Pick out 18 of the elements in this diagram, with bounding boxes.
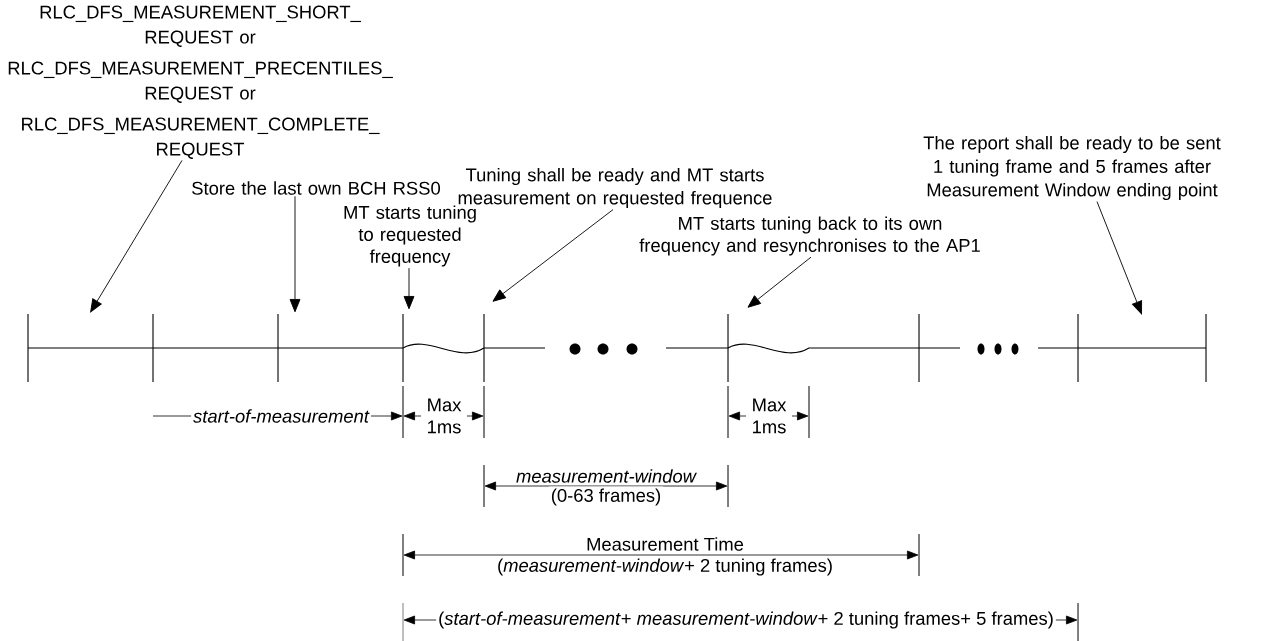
leader-arrow <box>1096 201 1143 315</box>
annotation-text: The report shall be ready to be sent 1 tuning frame and 5 frames after Measurement Window ending point <box>923 135 1221 201</box>
leader-arrow <box>90 160 183 313</box>
dimension-label: (0-63 frames) <box>548 486 664 508</box>
leader-arrow <box>289 195 301 313</box>
dimension-label: start-of-measurement <box>191 407 371 425</box>
dimension-label: Max 1ms <box>746 396 792 436</box>
dimension-label: (start-of-measurement+ measurement-window+ 2 tuning frames+ 5 frames) <box>436 609 1056 631</box>
leader-arrow <box>403 267 415 310</box>
annotation-text: MT starts tuning back to its own frequency and resynchronises to the AP1 <box>639 216 980 256</box>
dimension-label: measurement-window <box>514 467 698 485</box>
dimension-label: Measurement Time <box>584 535 746 553</box>
leader-arrow <box>747 256 812 308</box>
annotation-text: Store the last own BCH RSS0 <box>192 181 440 195</box>
dimension-label: (measurement-window+ 2 tuning frames) <box>495 556 835 578</box>
annotation-text: RLC_DFS_MEASUREMENT_SHORT_ REQUEST or RLC_DFS_MEASUREMENT_PRECENTILES_ REQUEST or RLC_DFS_MEASUREMENT_COMPLETE_ REQUEST <box>8 5 393 159</box>
dimension-label: Max 1ms <box>421 396 467 436</box>
leader-arrow <box>492 209 614 302</box>
